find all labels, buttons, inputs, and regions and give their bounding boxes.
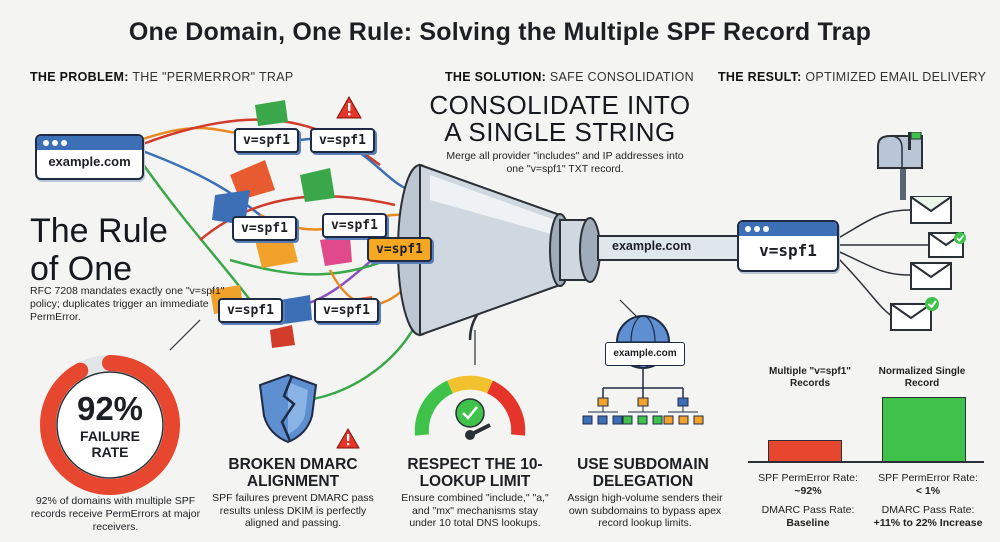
mailbox-icon <box>877 132 923 200</box>
failure-donut <box>40 355 180 495</box>
normalized-permerror-value: < 1% <box>915 485 941 497</box>
problem-header: THE PROBLEM: THE "PERMERROR" TRAP <box>30 70 294 84</box>
spf-tag-4: v=spf1 <box>322 213 387 238</box>
normalized-label: Normalized Single Record <box>878 366 966 389</box>
multiple-permerror-label: SPF PermError Rate: <box>758 472 858 484</box>
normalized-permerror-label: SPF PermError Rate: <box>878 472 978 484</box>
spf-tag-5: v=spf1 <box>367 237 432 262</box>
dmarc-title: BROKEN DMARC ALIGNMENT <box>228 456 358 490</box>
domain-window-result: v=spf1 <box>737 220 839 272</box>
envelope-icon-1 <box>910 196 952 224</box>
comparison-baseline <box>748 461 984 463</box>
normalized-bar <box>882 397 966 462</box>
multiple-stats: SPF PermError Rate: ~92% DMARC Pass Rate… <box>748 472 868 530</box>
envelope-icon-2 <box>928 232 966 258</box>
failure-label: FAILURE RATE <box>80 428 140 460</box>
spf-tag-2: v=spf1 <box>310 128 375 153</box>
normalized-dmarc-value: +11% to 22% Increase <box>873 517 983 529</box>
failure-desc: 92% of domains with multiple SPF records… <box>30 495 201 533</box>
warning-icon-dmarc <box>336 428 360 449</box>
spf-tag-1: v=spf1 <box>234 128 299 153</box>
failure-percent: 92% <box>76 390 144 427</box>
shield-broken-icon <box>258 373 318 444</box>
check-icon <box>925 297 939 311</box>
normalized-stats: SPF PermError Rate: < 1% DMARC Pass Rate… <box>862 472 994 530</box>
envelope-icon-3 <box>910 262 952 290</box>
pipe-domain-label: example.com <box>612 239 692 253</box>
pipe <box>597 235 739 261</box>
spf-tag-7: v=spf1 <box>314 298 379 323</box>
rule-of-one-desc: RFC 7208 mandates exactly one "v=spf1" p… <box>30 285 225 323</box>
rule-of-one-title: The Rule of One <box>30 212 168 288</box>
result-label: THE RESULT: <box>718 70 802 84</box>
problem-text: THE "PERMERROR" TRAP <box>132 70 294 84</box>
gauge-icon <box>414 375 526 440</box>
funnel-icon <box>397 163 601 337</box>
multiple-permerror-value: ~92% <box>794 485 822 497</box>
spf-tag-6: v=spf1 <box>218 298 283 323</box>
check-icon <box>954 232 966 244</box>
consolidate-desc: Merge all provider "includes" and IP add… <box>446 150 684 175</box>
multiple-dmarc-label: DMARC Pass Rate: <box>761 504 855 516</box>
result-header: THE RESULT: OPTIMIZED EMAIL DELIVERY <box>718 70 986 84</box>
solution-text: SAFE CONSOLIDATION <box>549 70 694 84</box>
solution-label: THE SOLUTION: <box>445 70 547 84</box>
lookup-title: RESPECT THE 10-LOOKUP LIMIT <box>407 456 543 490</box>
subdomain-desc: Assign high-volume senders their own sub… <box>567 492 723 529</box>
multiple-bar <box>768 440 842 462</box>
result-spf-text: v=spf1 <box>759 241 817 260</box>
subdomain-domain-label: example.com <box>605 342 685 366</box>
problem-label: THE PROBLEM: <box>30 70 129 84</box>
normalized-dmarc-label: DMARC Pass Rate: <box>881 504 975 516</box>
warning-icon <box>336 96 362 119</box>
page-title: One Domain, One Rule: Solving the Multip… <box>128 18 872 46</box>
multiple-label: Multiple "v=spf1" Records <box>769 366 851 389</box>
multiple-dmarc-value: Baseline <box>786 517 830 529</box>
subdomain-title: USE SUBDOMAIN DELEGATION <box>577 456 709 490</box>
result-text: OPTIMIZED EMAIL DELIVERY <box>805 70 987 84</box>
dmarc-desc: SPF failures prevent DMARC pass results … <box>212 492 374 529</box>
domain-window-source: example.com <box>35 134 144 180</box>
domain-window-source-text: example.com <box>48 154 131 169</box>
consolidate-title: CONSOLIDATE INTO A SINGLE STRING <box>429 90 691 147</box>
envelope-icon-4 <box>890 297 939 331</box>
spf-tag-3: v=spf1 <box>232 216 297 241</box>
solution-header: THE SOLUTION: SAFE CONSOLIDATION <box>445 70 694 84</box>
lookup-desc: Ensure combined "include," "a," and "mx"… <box>401 492 549 529</box>
subdomain-tree <box>582 315 704 425</box>
